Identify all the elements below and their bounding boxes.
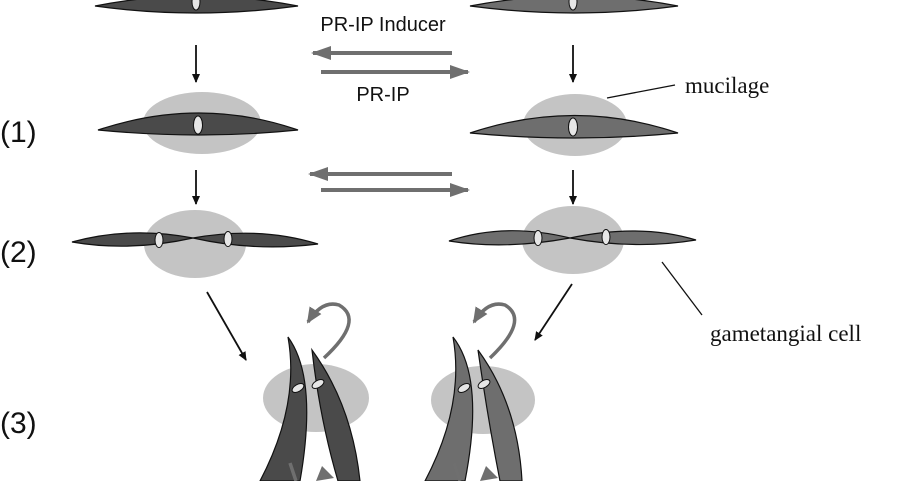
gametangial-cell-label: gametangial cell bbox=[710, 321, 861, 346]
top-cell-right bbox=[469, 0, 679, 14]
diag-arrow-right bbox=[534, 283, 573, 341]
nucleus bbox=[477, 379, 491, 389]
nucleus bbox=[568, 0, 578, 11]
cell-left-1 bbox=[97, 112, 299, 136]
step-label-2: (2) bbox=[0, 236, 37, 269]
mucilage-left-2 bbox=[144, 210, 246, 278]
gametangial-pointer-line bbox=[661, 261, 703, 316]
nucleus bbox=[568, 117, 578, 137]
gametangial-pair-left bbox=[71, 231, 319, 248]
mucilage-right-2 bbox=[522, 206, 624, 274]
nucleus bbox=[311, 379, 325, 389]
nucleus bbox=[601, 229, 611, 245]
pr-ip-inducer-label: PR-IP Inducer bbox=[320, 14, 446, 36]
bottom-gray-arrow-left-b bbox=[316, 466, 334, 481]
pairing-cells-right bbox=[424, 336, 523, 481]
nucleus bbox=[533, 230, 543, 246]
cell-right-1 bbox=[469, 114, 679, 139]
step-label-3: (3) bbox=[0, 407, 37, 440]
gametangial-pair-right bbox=[448, 229, 697, 246]
bottom-gray-arrow-left-a bbox=[288, 462, 298, 481]
bottom-gray-arrow-right-a bbox=[452, 462, 462, 481]
nucleus bbox=[154, 232, 164, 248]
nucleus bbox=[223, 231, 233, 247]
curved-exchange-arrow-left bbox=[306, 302, 351, 360]
mucilage-label: mucilage bbox=[685, 73, 769, 98]
nucleus bbox=[191, 0, 201, 11]
nucleus bbox=[291, 383, 305, 393]
bottom-gray-arrow-right-b bbox=[480, 466, 498, 481]
diag-arrow-left bbox=[206, 291, 247, 361]
nucleus bbox=[457, 383, 471, 393]
curved-exchange-arrow-right bbox=[472, 302, 517, 360]
top-cell-left bbox=[94, 0, 299, 14]
step-label-1: (1) bbox=[0, 116, 37, 149]
mucilage-pointer-line bbox=[606, 84, 676, 99]
pr-ip-label: PR-IP bbox=[356, 84, 409, 106]
pairing-cells-left bbox=[259, 336, 361, 481]
nucleus bbox=[193, 115, 203, 135]
